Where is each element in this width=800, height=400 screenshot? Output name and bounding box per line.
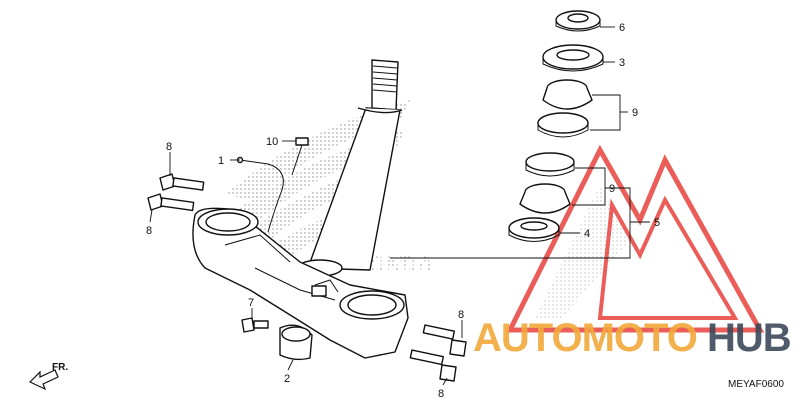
- pinch-bolts-right: [409, 324, 467, 382]
- callout-8-mid-left: 8: [146, 225, 152, 237]
- clamp-2-part: [279, 324, 313, 361]
- callout-2: 2: [284, 373, 290, 385]
- bolt-10-part: [291, 137, 309, 176]
- callout-9-lower: 9: [609, 183, 615, 195]
- callout-8-right-bottom: 8: [438, 388, 444, 400]
- callout-labels: 1 2 3 4 5 6 7 8 8 8 8 9 9 10: [146, 22, 660, 400]
- callout-1: 1: [218, 155, 224, 167]
- callout-6: 6: [619, 22, 625, 34]
- steering-stem-lower-bracket: [192, 207, 409, 359]
- callout-8-right-top: 8: [458, 309, 464, 321]
- watermark-word-part2: HUB: [707, 316, 791, 360]
- callout-4: 4: [584, 228, 590, 240]
- forward-direction-indicator: FR.: [28, 362, 68, 391]
- upper-bearing-9-part: [537, 79, 593, 138]
- callout-7: 7: [248, 297, 254, 309]
- drawing-code: MEYAF0600: [728, 379, 784, 390]
- dust-seal-4-part: [508, 217, 560, 242]
- pinch-bolts-left: [147, 173, 205, 212]
- lower-bearing-9-part: [519, 152, 575, 214]
- dust-seal-3-part: [542, 44, 604, 72]
- callout-8-top-left: 8: [166, 141, 172, 153]
- callout-3: 3: [619, 57, 625, 69]
- forward-label: FR.: [52, 362, 68, 373]
- bolt-7-part: [241, 317, 269, 333]
- callout-9-upper: 9: [632, 107, 638, 119]
- callout-10: 10: [266, 136, 278, 148]
- leader-lines: [149, 26, 650, 386]
- watermark-logo-triangle: [505, 144, 765, 333]
- callout-5: 5: [654, 217, 660, 229]
- watermark-wordmark: AUTOMOTO HUB: [473, 316, 792, 360]
- lock-nut-6-part: [555, 10, 601, 32]
- watermark-word-part1: AUTOMOTO: [473, 316, 697, 360]
